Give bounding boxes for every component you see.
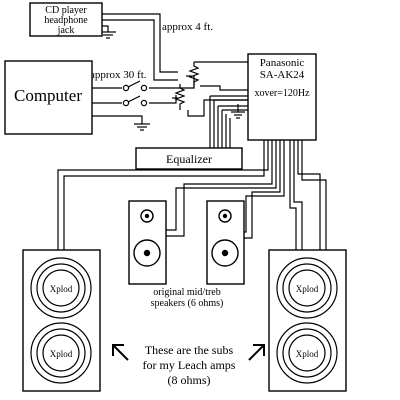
sub-driver-icon [276, 322, 338, 384]
cable-length-note-short: approx 4 ft. [162, 21, 213, 33]
sub-driver-label: Xplod [50, 284, 73, 294]
satellites-caption-2: speakers (6 ohms) [151, 298, 224, 309]
subwoofer-right: Xplod Xplod [268, 249, 347, 392]
receiver-label-2: SA-AK24 [260, 69, 305, 81]
cd-player-label-1: CD player [45, 5, 87, 16]
sub-driver-label: Xplod [50, 349, 73, 359]
potentiometer-2 [172, 84, 186, 110]
cd-player-label-3: jack [57, 25, 75, 36]
equalizer-box: Equalizer [135, 147, 243, 170]
satellite-speaker-left [128, 200, 167, 285]
cd-player-box: CD player headphone jack [29, 2, 103, 37]
computer-label: Computer [14, 86, 82, 105]
arrow-right-icon [248, 344, 265, 361]
receiver-label-3: xover=120Hz [254, 88, 310, 99]
subwoofer-left: Xplod Xplod [22, 249, 101, 392]
cd-cable [102, 13, 178, 81]
receiver-box: Panasonic SA-AK24 xover=120Hz [247, 53, 317, 141]
satellite-speaker-right [206, 200, 245, 285]
sub-driver-icon [30, 257, 92, 319]
subs-caption-2: for my Leach amps [143, 358, 236, 372]
switch-1 [122, 80, 148, 92]
arrow-left-icon [112, 344, 129, 361]
computer-box: Computer [4, 60, 93, 135]
eq-loop-cable [209, 95, 248, 148]
ground-symbol-receiver [231, 104, 245, 119]
subs-caption-3: (8 ohms) [168, 373, 211, 387]
satellites-caption-1: original mid/treb [153, 287, 221, 298]
cd-player-label-2: headphone [44, 15, 88, 26]
sub-driver-icon [276, 257, 338, 319]
sub-driver-icon [30, 322, 92, 384]
subs-caption-1: These are the subs [145, 343, 234, 357]
speaker-cables [57, 140, 327, 250]
ground-symbol-computer [134, 123, 150, 131]
sub-driver-label: Xplod [296, 284, 319, 294]
equalizer-label: Equalizer [166, 152, 212, 166]
potentiometer-1 [186, 62, 200, 86]
cable-length-note-long: approx 30 ft. [90, 69, 147, 81]
receiver-label-1: Panasonic [260, 57, 305, 69]
switch-2 [122, 95, 148, 107]
sub-driver-label: Xplod [296, 349, 319, 359]
